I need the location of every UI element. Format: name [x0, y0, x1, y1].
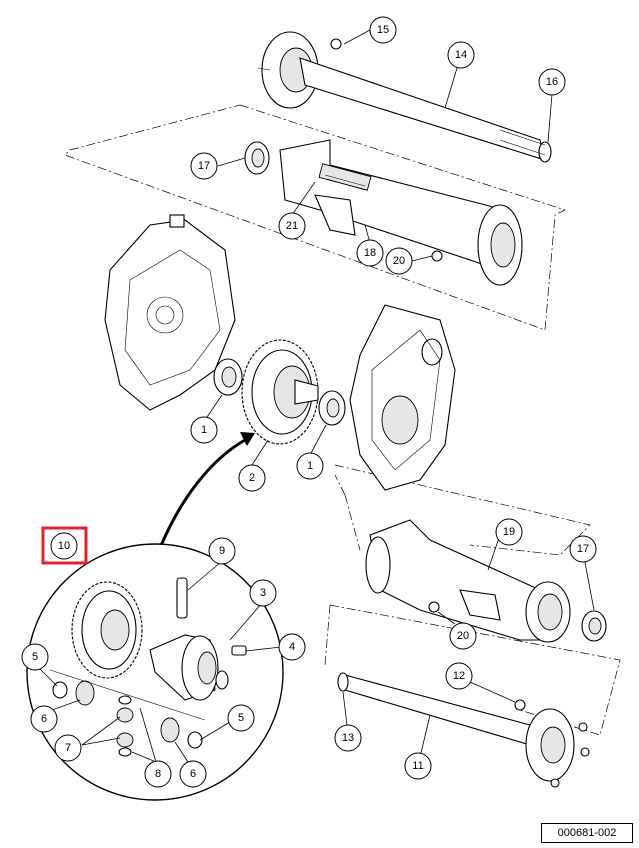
callout-6-right: 6: [179, 760, 207, 788]
transaxle-case-left: [104, 214, 243, 411]
callout-8: 8: [144, 760, 172, 788]
svg-text:17: 17: [577, 543, 589, 555]
callout-5-right: 5: [227, 704, 255, 732]
svg-text:18: 18: [364, 247, 376, 259]
svg-text:13: 13: [342, 732, 354, 744]
svg-text:19: 19: [503, 526, 515, 538]
svg-text:12: 12: [453, 670, 465, 682]
callout-20-top: 20: [385, 247, 413, 275]
svg-text:9: 9: [219, 545, 225, 557]
svg-text:10: 10: [58, 540, 70, 552]
svg-text:8: 8: [155, 768, 161, 780]
svg-text:11: 11: [412, 760, 423, 772]
svg-text:21: 21: [286, 220, 298, 232]
svg-text:1: 1: [307, 460, 313, 472]
svg-text:6: 6: [41, 713, 47, 725]
callout-6-left: 6: [30, 705, 58, 733]
callout-9: 9: [208, 537, 236, 565]
callout-17-bottom: 17: [569, 535, 597, 563]
callout-15: 15: [369, 16, 397, 44]
callout-2: 2: [238, 464, 266, 492]
axle-shaft-top: [257, 31, 552, 163]
svg-text:6: 6: [190, 768, 196, 780]
callout-1-right: 1: [296, 452, 324, 480]
ring-gear: [241, 339, 346, 445]
differential-detail: [26, 543, 284, 801]
svg-text:20: 20: [457, 630, 469, 642]
callout-5-left: 5: [21, 643, 49, 671]
axle-tube-top: [279, 139, 523, 286]
callout-3: 3: [249, 579, 277, 607]
svg-text:5: 5: [32, 651, 38, 663]
highlight-box: [41, 526, 88, 565]
callout-21: 21: [278, 212, 306, 240]
seal-top: [244, 141, 270, 175]
callouts: 15 14 16 17 21 18 20 1: [21, 16, 597, 788]
axle-shaft-bottom: [337, 672, 590, 788]
callout-11: 11: [404, 752, 432, 780]
svg-text:17: 17: [198, 160, 210, 172]
detail-arrow: [158, 432, 255, 549]
svg-text:5: 5: [238, 712, 244, 724]
svg-text:2: 2: [249, 472, 255, 484]
callout-12: 12: [445, 662, 473, 690]
svg-text:1: 1: [201, 424, 207, 436]
callout-14: 14: [447, 41, 475, 69]
callout-13: 13: [334, 724, 362, 752]
transaxle-case-right: [349, 304, 456, 491]
svg-text:15: 15: [377, 24, 389, 36]
callout-18: 18: [356, 239, 384, 267]
svg-text:7: 7: [65, 742, 71, 754]
leader-lines: [37, 29, 595, 763]
axle-tube-bottom: [365, 519, 607, 643]
callout-4: 4: [278, 633, 306, 661]
callout-20-bottom: 20: [449, 622, 477, 650]
callout-10: 10: [50, 532, 78, 560]
svg-text:16: 16: [546, 76, 558, 88]
svg-text:14: 14: [455, 49, 467, 61]
callout-19: 19: [495, 518, 523, 546]
svg-text:4: 4: [289, 641, 295, 653]
callout-16: 16: [538, 68, 566, 96]
callout-1-left: 1: [190, 416, 218, 444]
callout-17-top: 17: [190, 152, 218, 180]
svg-text:3: 3: [260, 587, 266, 599]
figure-code-label: 000681-002: [541, 823, 633, 843]
callout-7: 7: [54, 734, 82, 762]
svg-text:20: 20: [393, 255, 405, 267]
